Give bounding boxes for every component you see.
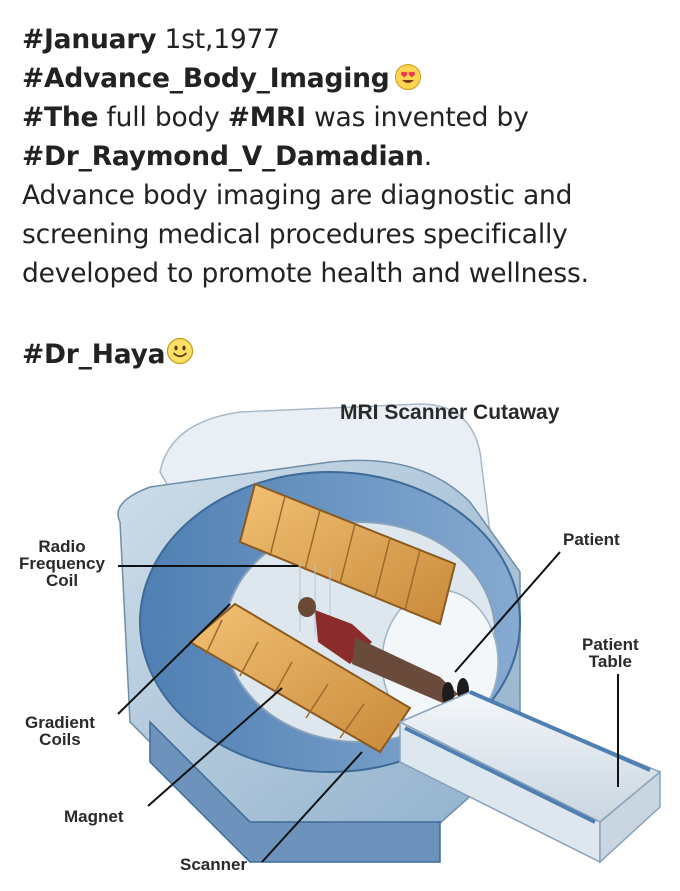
post-line-description-2: screening medical procedures specificall… (22, 219, 568, 250)
hashtag-advance-body-imaging[interactable]: #Advance_Body_Imaging (22, 63, 390, 94)
patient-table (398, 690, 662, 864)
text-full-body: full body (98, 102, 228, 133)
mri-scanner-illustration (117, 403, 662, 864)
label-scanner: Scanner (180, 855, 248, 874)
mri-cutaway-figure: MRI Scanner Cutaway Radio Frequency Coil… (0, 392, 680, 891)
post-line-description-3: developed to promote health and wellness… (22, 258, 589, 289)
patient-figure (298, 597, 469, 706)
label-patient: Patient (563, 530, 620, 549)
leader-patient (454, 551, 561, 673)
leader-scanner (261, 751, 363, 863)
scanner-base (149, 720, 441, 863)
label-radio-frequency-coil: Radio Frequency Coil (19, 537, 105, 590)
post-line-mri: #The full body #MRI was invented by (22, 98, 662, 137)
label-magnet: Magnet (64, 807, 124, 826)
post-line-date: #January 1st,1977 (22, 20, 662, 59)
signature: #Dr_Haya (22, 335, 662, 374)
date-text: 1st,1977 (156, 24, 281, 55)
label-gradient-coils: Gradient Coils (25, 713, 95, 749)
post-text: #January 1st,1977 #Advance_Body_Imaging … (22, 20, 662, 293)
hashtag-january[interactable]: #January (22, 24, 157, 55)
gradient-coils-panel (188, 602, 412, 754)
hashtag-dr-haya[interactable]: #Dr_Haya (22, 339, 166, 370)
figure-title: MRI Scanner Cutaway (340, 401, 560, 424)
text-invented-by: was invented by (305, 102, 529, 133)
period-text: . (423, 141, 432, 172)
hashtag-dr-raymond-v-damadian[interactable]: #Dr_Raymond_V_Damadian (22, 141, 424, 172)
leader-magnet (147, 687, 283, 807)
smiley-emoji-icon (166, 337, 194, 365)
post-line-inventor: #Dr_Raymond_V_Damadian. (22, 137, 662, 176)
leader-gradient-coils (117, 603, 231, 715)
radio-frequency-coil-panel (238, 482, 457, 626)
hashtag-the[interactable]: #The (22, 102, 99, 133)
heart-eyes-emoji-icon (394, 63, 422, 91)
label-patient-table: Patient Table (582, 635, 639, 671)
post-line-imaging: #Advance_Body_Imaging (22, 59, 662, 98)
post-line-description-1: Advance body imaging are diagnostic and (22, 180, 573, 211)
hashtag-mri[interactable]: #MRI (227, 102, 306, 133)
